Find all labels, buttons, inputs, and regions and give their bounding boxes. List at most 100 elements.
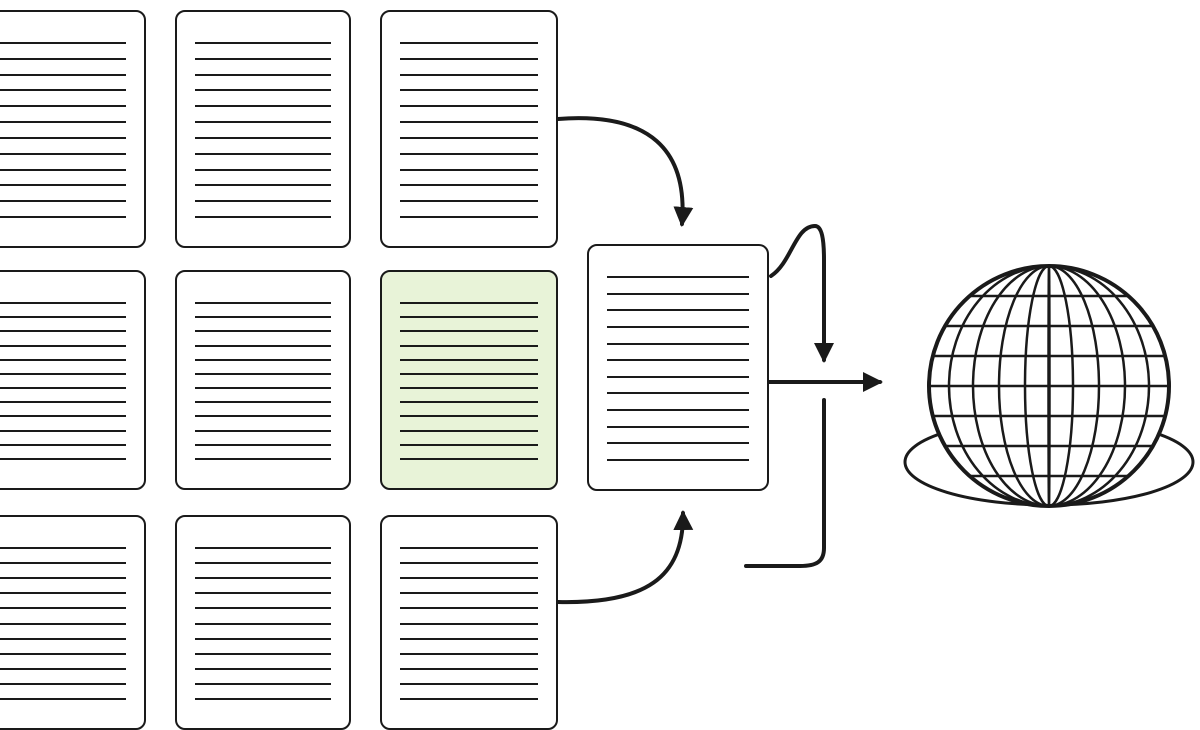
text-line bbox=[0, 359, 126, 361]
text-line bbox=[607, 442, 749, 444]
text-line bbox=[400, 668, 538, 670]
text-line bbox=[400, 373, 538, 375]
text-line bbox=[400, 359, 538, 361]
text-line bbox=[0, 698, 126, 700]
bracket-line bbox=[744, 398, 826, 568]
text-line bbox=[607, 409, 749, 411]
text-line bbox=[195, 430, 331, 432]
text-line bbox=[0, 653, 126, 655]
text-line bbox=[400, 577, 538, 579]
text-line bbox=[400, 415, 538, 417]
text-line bbox=[607, 309, 749, 311]
text-line bbox=[195, 330, 331, 332]
text-line bbox=[400, 330, 538, 332]
text-line bbox=[0, 623, 126, 625]
text-line bbox=[195, 89, 331, 91]
text-line bbox=[0, 169, 126, 171]
text-line bbox=[195, 373, 331, 375]
text-line bbox=[400, 105, 538, 107]
text-line bbox=[400, 638, 538, 640]
text-line bbox=[195, 216, 331, 218]
text-line bbox=[607, 293, 749, 295]
text-line bbox=[0, 387, 126, 389]
text-line bbox=[0, 683, 126, 685]
text-line bbox=[195, 668, 331, 670]
text-line bbox=[0, 444, 126, 446]
text-line bbox=[195, 607, 331, 609]
text-line bbox=[195, 200, 331, 202]
text-line bbox=[195, 105, 331, 107]
text-line bbox=[0, 121, 126, 123]
text-line bbox=[400, 302, 538, 304]
text-line bbox=[0, 638, 126, 640]
text-line bbox=[195, 415, 331, 417]
text-line bbox=[0, 316, 126, 318]
text-line bbox=[400, 345, 538, 347]
text-line bbox=[195, 316, 331, 318]
text-line bbox=[0, 137, 126, 139]
text-line bbox=[607, 426, 749, 428]
text-line bbox=[195, 359, 331, 361]
text-line bbox=[400, 74, 538, 76]
text-line bbox=[400, 89, 538, 91]
text-line bbox=[607, 276, 749, 278]
text-line bbox=[0, 89, 126, 91]
text-line bbox=[195, 74, 331, 76]
text-line bbox=[195, 42, 331, 44]
text-line bbox=[400, 169, 538, 171]
text-line bbox=[195, 121, 331, 123]
text-line bbox=[0, 547, 126, 549]
text-line bbox=[195, 638, 331, 640]
text-line bbox=[0, 58, 126, 60]
text-line bbox=[607, 343, 749, 345]
text-line bbox=[0, 458, 126, 460]
text-line bbox=[195, 592, 331, 594]
text-line bbox=[0, 184, 126, 186]
text-line bbox=[195, 345, 331, 347]
source-doc-top-left bbox=[0, 10, 146, 248]
text-line bbox=[0, 200, 126, 202]
source-doc-bottom-left bbox=[0, 515, 146, 730]
text-line bbox=[0, 415, 126, 417]
text-line bbox=[195, 401, 331, 403]
text-line bbox=[195, 577, 331, 579]
curved-arrow-icon bbox=[556, 510, 694, 605]
curved-arrow-icon bbox=[556, 116, 694, 227]
text-line bbox=[195, 137, 331, 139]
text-line bbox=[400, 316, 538, 318]
text-line bbox=[195, 547, 331, 549]
text-line bbox=[195, 458, 331, 460]
text-line bbox=[195, 302, 331, 304]
source-doc-top-center bbox=[175, 10, 351, 248]
text-line bbox=[400, 137, 538, 139]
text-line bbox=[0, 153, 126, 155]
text-line bbox=[0, 42, 126, 44]
source-doc-bottom-right bbox=[380, 515, 558, 730]
text-line bbox=[400, 623, 538, 625]
text-line bbox=[400, 184, 538, 186]
text-line bbox=[400, 653, 538, 655]
text-line bbox=[400, 387, 538, 389]
text-line bbox=[195, 153, 331, 155]
source-doc-middle-center bbox=[175, 270, 351, 490]
text-line bbox=[400, 153, 538, 155]
text-line bbox=[400, 42, 538, 44]
text-line bbox=[400, 401, 538, 403]
text-line bbox=[400, 458, 538, 460]
feedback-loop-arrow-icon bbox=[769, 223, 834, 363]
text-line bbox=[195, 683, 331, 685]
text-line bbox=[400, 607, 538, 609]
text-line bbox=[607, 376, 749, 378]
text-line bbox=[195, 653, 331, 655]
text-line bbox=[0, 592, 126, 594]
text-line bbox=[400, 562, 538, 564]
text-line bbox=[195, 184, 331, 186]
text-line bbox=[0, 105, 126, 107]
source-doc-bottom-center bbox=[175, 515, 351, 730]
text-line bbox=[195, 698, 331, 700]
text-line bbox=[607, 392, 749, 394]
text-line bbox=[195, 562, 331, 564]
text-line bbox=[607, 459, 749, 461]
text-line bbox=[0, 668, 126, 670]
source-doc-top-right bbox=[380, 10, 558, 248]
